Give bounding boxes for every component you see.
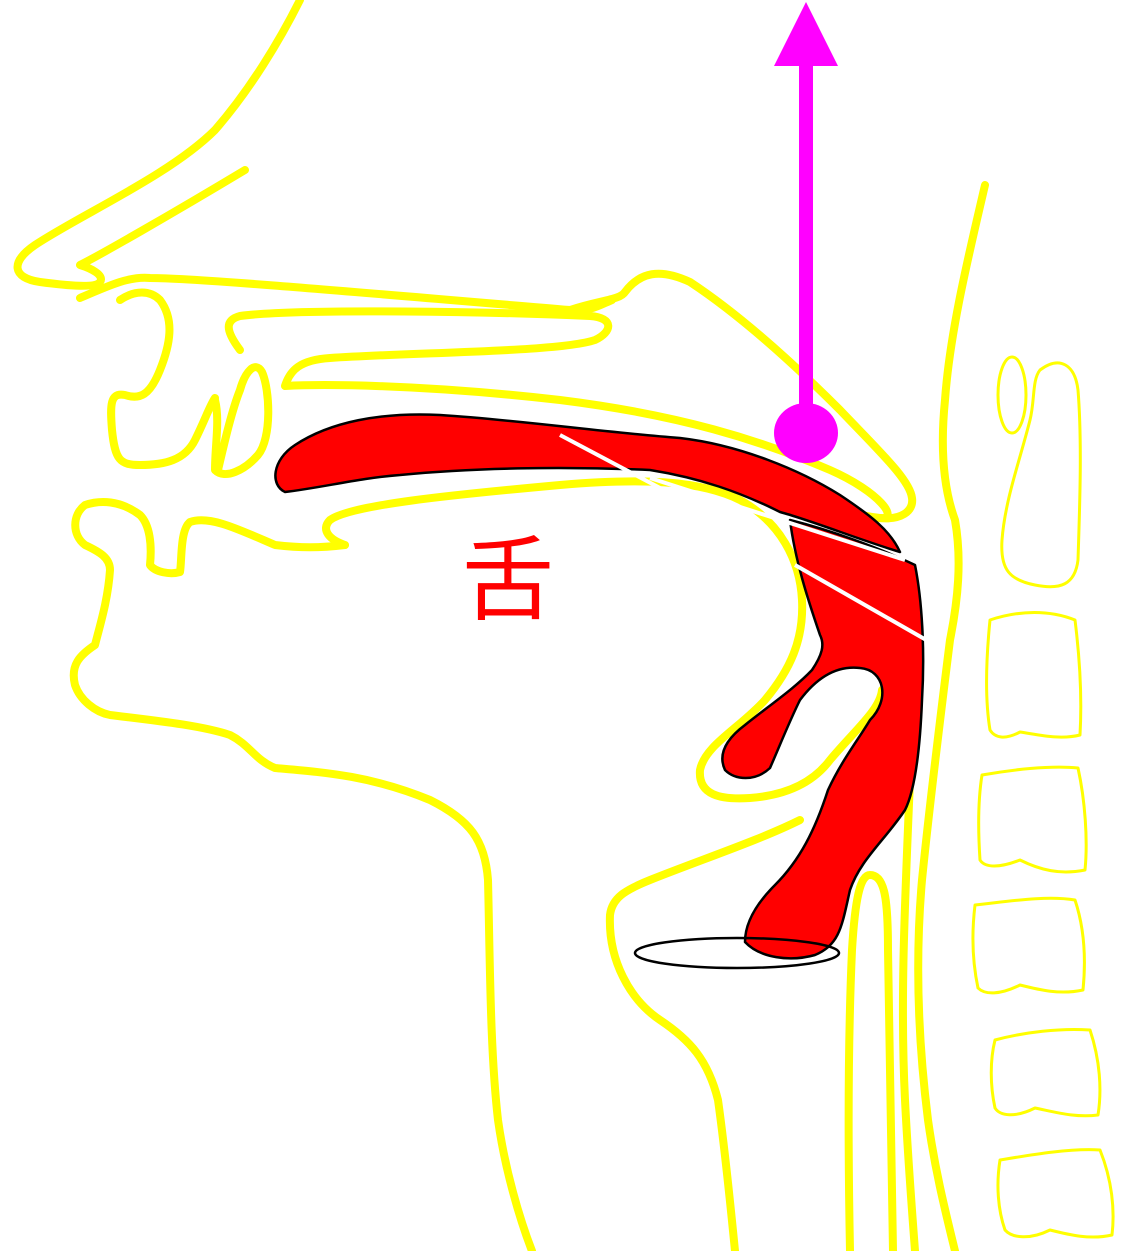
- vertebra-4: [979, 767, 1086, 872]
- epiglottis-outline: [849, 875, 893, 1251]
- upper-incisor-outline: [215, 367, 268, 474]
- pharynx-back-outline: [918, 185, 985, 1251]
- cervical-vertebrae: [973, 357, 1113, 1237]
- vertebra-6: [991, 1029, 1100, 1115]
- muscle-group: [275, 414, 923, 958]
- vertebra-1: [998, 357, 1026, 433]
- vertebra-5: [973, 898, 1084, 993]
- vertebra-7: [998, 1150, 1113, 1237]
- airway-back-outline: [903, 780, 915, 1251]
- pharynx-front-outline: [610, 820, 800, 1251]
- arrow-origin-dot: [774, 403, 838, 463]
- arrow-head: [774, 2, 838, 66]
- vertebra-3: [987, 613, 1081, 738]
- tongue-label: 舌: [448, 535, 568, 627]
- pharyngeal-muscle: [722, 520, 923, 958]
- nose-outline: [18, 0, 300, 286]
- vertebra-2: [1002, 363, 1081, 587]
